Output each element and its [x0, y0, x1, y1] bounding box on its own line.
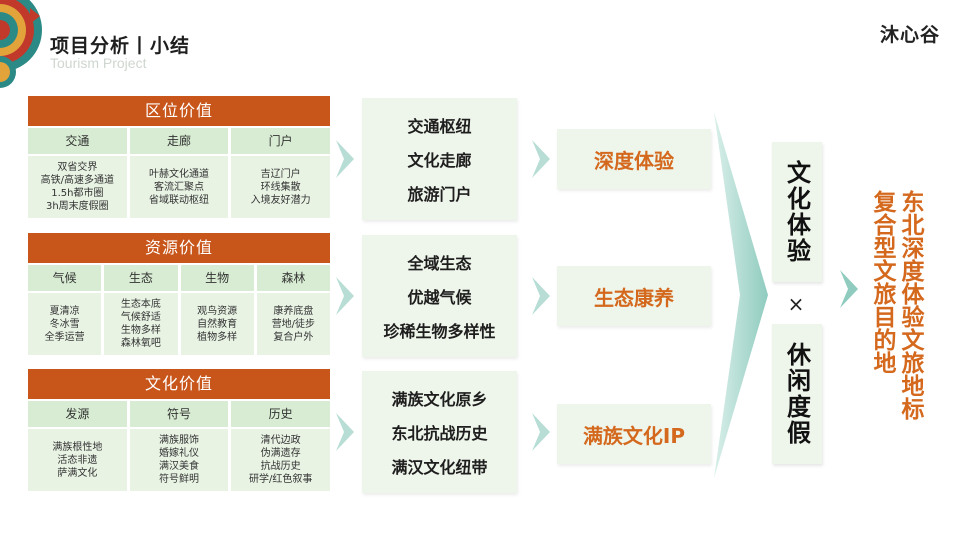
final-positioning-line-2: 复合型文旅目的地 [870, 190, 894, 374]
summary-line: 优越气候 [407, 284, 471, 308]
panel-culture-value: 文化价值 发源 满族根性地 活态非遗 萨满文化 符号 满族服饰 婚嫁礼仪 满汉美… [28, 369, 330, 491]
column-item: 萨满文化 [57, 467, 97, 480]
column-item: 康养底盘 [273, 305, 313, 318]
column-body: 康养底盘 营地/徒步 复合户外 [257, 293, 330, 355]
summary-line: 东北抗战历史 [391, 420, 487, 444]
summary-line: 交通枢纽 [407, 113, 471, 137]
summary-line: 满族文化原乡 [391, 386, 487, 410]
column-item: 吉辽门户 [261, 168, 301, 181]
column-head: 生态 [104, 265, 177, 291]
column-item: 营地/徒步 [272, 318, 315, 331]
column-head: 森林 [257, 265, 330, 291]
result-box-eco-wellness: 生态康养 [557, 266, 711, 326]
culture-experience-label: 文化体验 [780, 160, 815, 264]
column-body: 双省交界 高铁/高速多通道 1.5h都市圈 3h周末度假圈 [28, 156, 127, 218]
column-body: 叶赫文化通道 客流汇聚点 省域联动枢纽 [130, 156, 229, 218]
column-body: 夏清凉 冬冰雪 全季运营 [28, 293, 101, 355]
summary-line: 珍稀生物多样性 [383, 318, 495, 342]
column-item: 生物多样 [121, 324, 161, 337]
leisure-vacation-label: 休闲度假 [780, 342, 815, 446]
result-box-manchu-ip: 满族文化IP [557, 404, 711, 464]
column-item: 植物多样 [197, 331, 237, 344]
column-item: 3h周末度假圈 [46, 200, 109, 213]
summary-line: 文化走廊 [407, 147, 471, 171]
column-head: 符号 [130, 401, 229, 427]
brand-logo: 沐心谷 [880, 20, 940, 47]
leisure-vacation-box: 休闲度假 [772, 324, 822, 464]
column-item: 双省交界 [57, 161, 97, 174]
summary-line: 全域生态 [407, 250, 471, 274]
chevron-right-icon [838, 268, 860, 310]
column-body: 满族根性地 活态非遗 萨满文化 [28, 429, 127, 491]
column-item: 全季运营 [45, 331, 85, 344]
column-item: 省域联动枢纽 [149, 194, 209, 207]
converge-arrow-icon [712, 110, 770, 480]
culture-experience-box: 文化体验 [772, 142, 822, 282]
column-item: 婚嫁礼仪 [159, 447, 199, 460]
chevron-right-icon [530, 138, 552, 180]
result-box-deep-experience: 深度体验 [557, 129, 711, 189]
column-head: 发源 [28, 401, 127, 427]
chevron-right-icon [530, 411, 552, 453]
panel-title: 资源价值 [28, 233, 330, 263]
column-item: 满族服饰 [159, 434, 199, 447]
column-head: 历史 [231, 401, 330, 427]
result-label: 生态康养 [594, 282, 674, 311]
summary-box-resource: 全域生态 优越气候 珍稀生物多样性 [362, 235, 517, 357]
column-item: 清代边政 [261, 434, 301, 447]
column-item: 活态非遗 [57, 454, 97, 467]
final-positioning-line-1: 东北深度体验文旅地标 [898, 190, 922, 420]
column-head: 门户 [231, 128, 330, 154]
summary-box-culture: 满族文化原乡 东北抗战历史 满汉文化纽带 [362, 371, 517, 493]
column-item: 冬冰雪 [50, 318, 80, 331]
column-item: 客流汇聚点 [154, 181, 204, 194]
chevron-right-icon [334, 411, 356, 453]
column-item: 观鸟资源 [197, 305, 237, 318]
column-head: 走廊 [130, 128, 229, 154]
page-title: 项目分析丨小结 [50, 31, 190, 58]
column-item: 抗战历史 [261, 460, 301, 473]
column-item: 复合户外 [273, 331, 313, 344]
column-item: 叶赫文化通道 [149, 168, 209, 181]
column-item: 环线集散 [261, 181, 301, 194]
column-item: 生态本底 [121, 298, 161, 311]
panel-title: 文化价值 [28, 369, 330, 399]
column-item: 满族根性地 [52, 441, 102, 454]
column-item: 高铁/高速多通道 [41, 174, 114, 187]
column-item: 满汉美食 [159, 460, 199, 473]
result-label: 满族文化IP [583, 420, 685, 449]
column-item: 伪满遗存 [261, 447, 301, 460]
column-item: 符号鲜明 [159, 473, 199, 486]
multiply-sign: × [786, 292, 806, 316]
column-head: 交通 [28, 128, 127, 154]
column-item: 夏清凉 [50, 305, 80, 318]
summary-box-location: 交通枢纽 文化走廊 旅游门户 [362, 98, 517, 220]
panel-title: 区位价值 [28, 96, 330, 126]
column-body: 吉辽门户 环线集散 入境友好潜力 [231, 156, 330, 218]
panel-location-value: 区位价值 交通 双省交界 高铁/高速多通道 1.5h都市圈 3h周末度假圈 走廊… [28, 96, 330, 218]
column-body: 满族服饰 婚嫁礼仪 满汉美食 符号鲜明 [130, 429, 229, 491]
corner-ornament [0, 0, 44, 88]
column-body: 清代边政 伪满遗存 抗战历史 研学/红色叙事 [231, 429, 330, 491]
chevron-right-icon [530, 275, 552, 317]
column-body: 观鸟资源 自然教育 植物多样 [181, 293, 254, 355]
column-head: 气候 [28, 265, 101, 291]
chevron-right-icon [334, 138, 356, 180]
column-body: 生态本底 气候舒适 生物多样 森林氧吧 [104, 293, 177, 355]
summary-line: 满汉文化纽带 [391, 454, 487, 478]
chevron-right-icon [334, 275, 356, 317]
panel-resource-value: 资源价值 气候 夏清凉 冬冰雪 全季运营 生态 生态本底 气候舒适 生物多样 森… [28, 233, 330, 355]
column-item: 自然教育 [197, 318, 237, 331]
column-item: 气候舒适 [121, 311, 161, 324]
column-item: 1.5h都市圈 [51, 187, 103, 200]
result-label: 深度体验 [594, 145, 674, 174]
summary-line: 旅游门户 [407, 181, 471, 205]
column-head: 生物 [181, 265, 254, 291]
page-subtitle: Tourism Project [50, 55, 146, 71]
column-item: 森林氧吧 [121, 337, 161, 350]
column-item: 入境友好潜力 [251, 194, 311, 207]
column-item: 研学/红色叙事 [249, 473, 312, 486]
